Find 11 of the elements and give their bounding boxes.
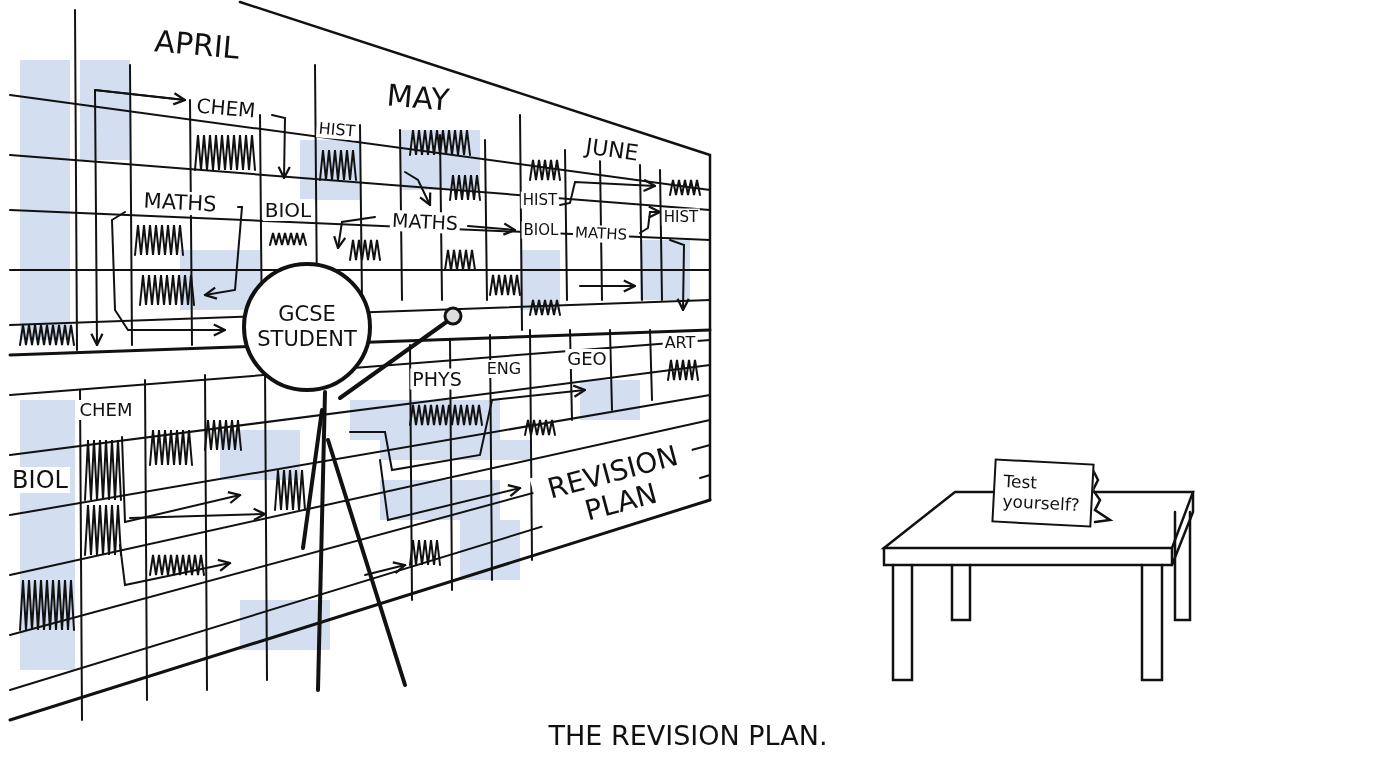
calendar-label: MATHS (572, 224, 630, 244)
sign-card (991, 458, 1095, 528)
calendar-label: PHYS (410, 368, 464, 390)
calendar-label: BIOL (262, 199, 314, 221)
calendar-label: GEO (565, 349, 609, 369)
calendar-label: HIST (520, 191, 560, 209)
sign-text: Test yourself? (1002, 470, 1082, 516)
calendar-label: MATHS (389, 209, 461, 235)
head-label: GCSE STUDENT (257, 301, 357, 353)
calendar-label: BIOL (521, 221, 561, 239)
calendar-label: HIST (315, 119, 359, 141)
